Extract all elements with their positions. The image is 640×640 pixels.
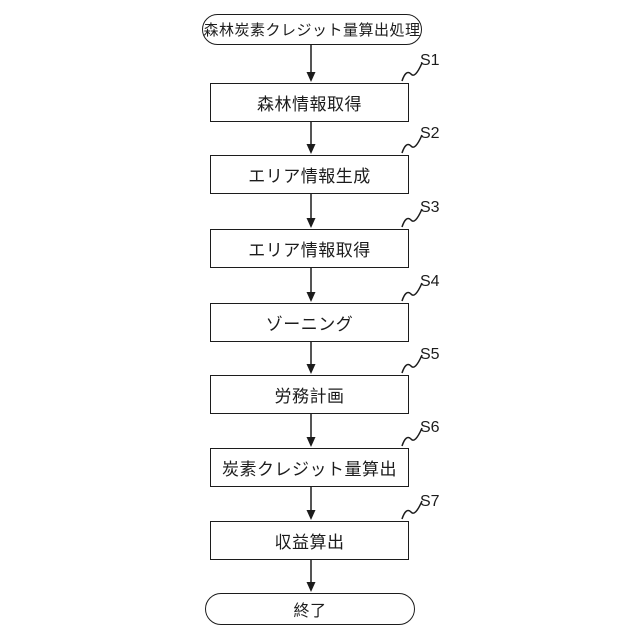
step-box-s5: 労務計画	[210, 375, 409, 414]
step-box-s7: 収益算出	[210, 521, 409, 560]
leader-squiggle	[401, 62, 423, 82]
leader-squiggle	[401, 208, 423, 228]
step-id-s6: S6	[420, 419, 440, 436]
flow-arrow	[306, 560, 316, 592]
leader-squiggle	[401, 282, 423, 302]
step-id-s7: S7	[420, 493, 440, 510]
flow-arrow	[306, 487, 316, 520]
step-id-s5: S5	[420, 346, 440, 363]
step-box-label: 森林情報取得	[257, 95, 362, 114]
end-label: 終了	[293, 603, 327, 620]
step-box-s6: 炭素クレジット量算出	[210, 448, 409, 487]
leader-squiggle	[401, 134, 423, 154]
start-label: 森林炭素クレジット量算出処理	[203, 22, 421, 39]
flow-arrow	[306, 45, 316, 82]
leader-squiggle	[401, 500, 423, 520]
step-id-s4: S4	[420, 273, 440, 290]
end-terminator: 終了	[205, 593, 415, 625]
step-id-s3: S3	[420, 199, 440, 216]
step-box-label: 炭素クレジット量算出	[222, 460, 397, 479]
start-terminator: 森林炭素クレジット量算出処理	[202, 14, 422, 45]
flow-arrow	[306, 268, 316, 302]
step-box-label: エリア情報生成	[248, 167, 371, 186]
flow-arrow	[306, 122, 316, 154]
leader-squiggle	[401, 427, 423, 447]
step-box-label: エリア情報取得	[248, 241, 371, 260]
step-box-s4: ゾーニング	[210, 303, 409, 342]
step-box-s3: エリア情報取得	[210, 229, 409, 268]
step-box-label: 労務計画	[274, 387, 345, 406]
leader-squiggle	[401, 354, 423, 374]
flow-arrow	[306, 342, 316, 374]
step-id-s2: S2	[420, 125, 440, 142]
step-id-s1: S1	[420, 52, 440, 69]
flow-arrow	[306, 194, 316, 228]
flow-arrow	[306, 414, 316, 447]
step-box-s1: 森林情報取得	[210, 83, 409, 122]
step-box-label: 収益算出	[274, 533, 345, 552]
step-box-s2: エリア情報生成	[210, 155, 409, 194]
step-box-label: ゾーニング	[265, 315, 354, 334]
